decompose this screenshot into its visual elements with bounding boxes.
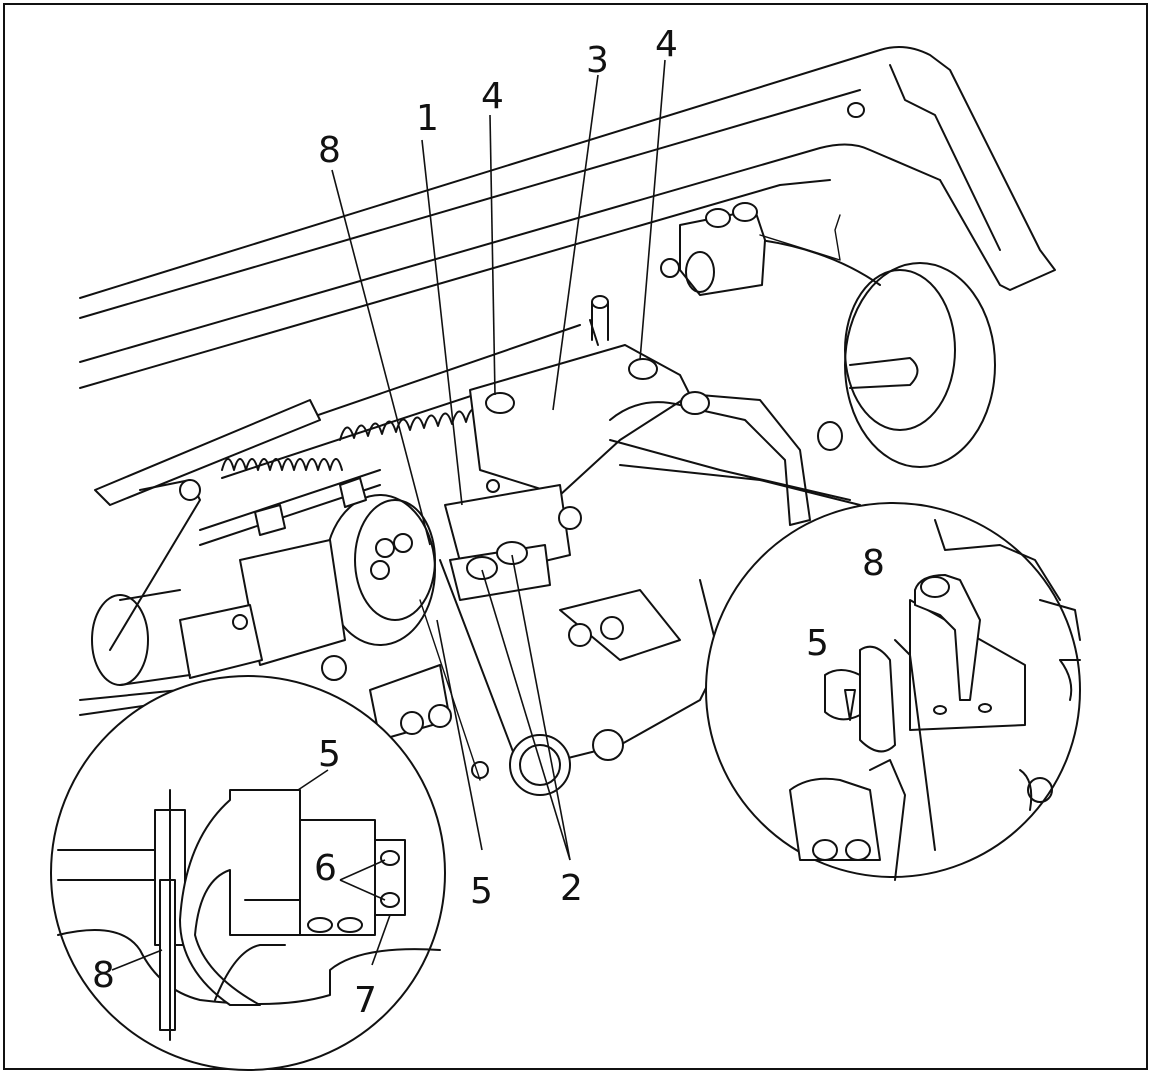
label-4b: 4: [655, 24, 678, 65]
top-screws-block: [660, 202, 841, 296]
machine-arm: [79, 45, 1056, 389]
inset-left: [50, 675, 446, 1071]
inset-right: [705, 502, 1081, 881]
label-2: 2: [560, 868, 583, 909]
label-5: 5: [470, 871, 493, 912]
inset-left-label-7: 7: [354, 980, 377, 1021]
eccentric-cam: [91, 494, 436, 686]
inset-right-label-5: 5: [806, 623, 829, 664]
handwheel: [759, 239, 996, 468]
label-8: 8: [318, 130, 341, 171]
figure-frame: [3, 3, 1148, 1070]
inset-left-label-5: 5: [318, 734, 341, 775]
inset-left-label-8: 8: [92, 955, 115, 996]
hook-drive-housing: [321, 559, 721, 796]
label-1: 1: [416, 98, 439, 139]
callout-labels: 1 2 3 4 4 5 8 5 6 7 8 5 8: [92, 24, 885, 1021]
rod-and-nuts: [94, 399, 381, 651]
main-leader-lines: [331, 59, 666, 861]
clamp-1-and-screws-2: [444, 479, 582, 601]
label-4a: 4: [481, 76, 504, 117]
inset-right-label-8: 8: [862, 543, 885, 584]
plate-3: [469, 295, 691, 496]
lever-and-links: [609, 391, 861, 526]
label-3: 3: [586, 40, 609, 81]
inset-left-label-6: 6: [314, 848, 337, 889]
